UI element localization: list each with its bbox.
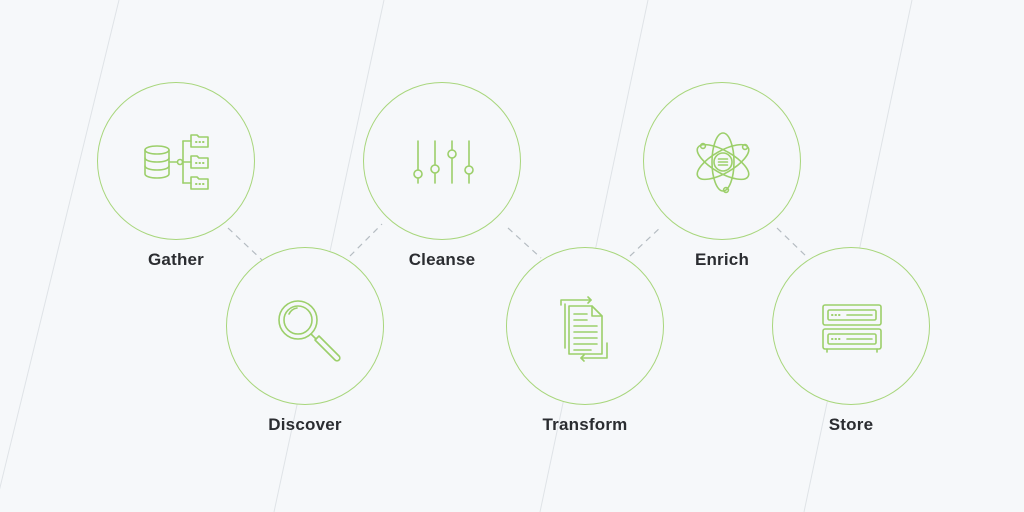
connectors (227, 223, 809, 261)
sliders-icon (413, 140, 474, 184)
step-gather-circle (97, 82, 255, 240)
documents-transform-icon (560, 296, 608, 362)
step-discover-circle (226, 247, 384, 405)
step-label-discover: Discover (268, 415, 342, 434)
step-label-gather: Gather (148, 250, 204, 269)
connector-enrich-store (776, 227, 809, 259)
step-label-cleanse: Cleanse (408, 250, 476, 269)
magnifier-icon (278, 300, 341, 362)
server-storage-icon (822, 304, 882, 353)
connector-gather-discover (227, 227, 263, 261)
step-cleanse-circle (363, 82, 521, 240)
atom-icon (696, 132, 750, 194)
step-label-enrich: Enrich (694, 250, 750, 269)
database-folders-icon (144, 134, 209, 190)
step-transform-circle (506, 247, 664, 405)
step-label-store: Store (828, 415, 874, 434)
diagonal-line (0, 0, 120, 490)
connector-cleanse-transform (507, 227, 542, 259)
step-label-transform: Transform (542, 415, 628, 434)
connector-discover-cleanse (349, 223, 383, 257)
step-enrich-circle (643, 82, 801, 240)
connector-transform-enrich (629, 225, 663, 257)
step-store-circle (772, 247, 930, 405)
